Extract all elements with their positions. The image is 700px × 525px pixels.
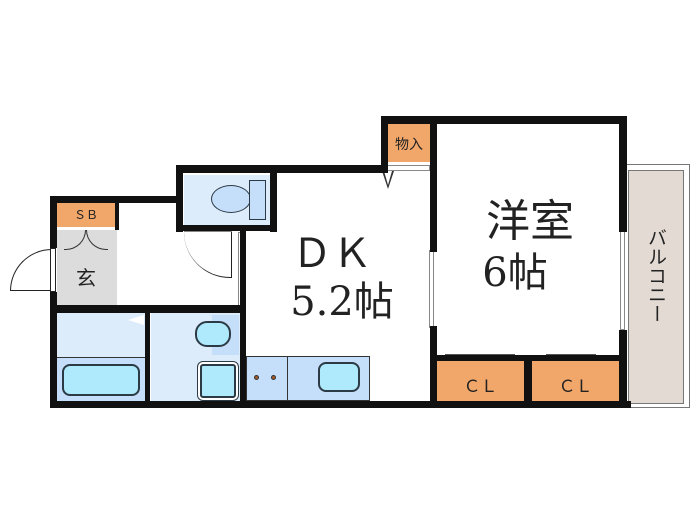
wall bbox=[524, 355, 532, 405]
stove-burner-icon bbox=[254, 375, 259, 380]
wall bbox=[145, 313, 150, 403]
washing-machine-icon bbox=[200, 364, 236, 398]
closet-1 bbox=[437, 361, 524, 401]
window-western-right bbox=[620, 230, 625, 330]
front-door-frame bbox=[50, 248, 56, 292]
balcony bbox=[628, 170, 684, 404]
shoe-box bbox=[57, 203, 115, 227]
closet-2-label: ＣＬ bbox=[558, 377, 593, 397]
wall bbox=[619, 330, 627, 408]
storage-door-icon-inner bbox=[384, 171, 392, 185]
balcony-label: バルコニー bbox=[645, 228, 667, 323]
western-room-name: 洋室 bbox=[486, 196, 574, 247]
stove-burner-icon bbox=[271, 375, 276, 380]
wall bbox=[50, 196, 57, 248]
wall bbox=[381, 116, 388, 171]
wall bbox=[50, 196, 176, 203]
toilet-door-icon[interactable] bbox=[184, 232, 232, 278]
storage bbox=[388, 124, 430, 162]
sink-icon bbox=[195, 321, 231, 347]
wall bbox=[50, 401, 631, 408]
entrance-label: 玄 bbox=[76, 266, 96, 290]
shoe-box-label: ＳＢ bbox=[73, 208, 98, 222]
closet-2 bbox=[532, 361, 619, 401]
wall bbox=[381, 116, 627, 124]
wall bbox=[619, 116, 627, 232]
wall bbox=[430, 326, 437, 406]
kitchen-sink-icon bbox=[318, 362, 360, 392]
wall bbox=[176, 225, 277, 231]
dk-size: 5.2帖 bbox=[290, 279, 394, 325]
closet-1-label: ＣＬ bbox=[463, 377, 498, 397]
wall bbox=[50, 292, 57, 408]
wall bbox=[430, 116, 437, 252]
wall bbox=[50, 305, 245, 313]
washroom-door-icon bbox=[128, 315, 144, 325]
wall bbox=[115, 196, 119, 230]
storage-label: 物入 bbox=[395, 137, 423, 153]
kitchen-divider bbox=[287, 356, 288, 401]
toilet-tank-icon bbox=[249, 180, 266, 220]
front-door-icon[interactable] bbox=[10, 249, 52, 291]
western-room-size: 6帖 bbox=[482, 250, 548, 296]
wall bbox=[270, 165, 277, 232]
wall bbox=[176, 165, 183, 232]
wall bbox=[240, 225, 246, 405]
wall bbox=[176, 165, 388, 173]
toilet-bowl-icon bbox=[211, 185, 251, 213]
bathtub-icon bbox=[62, 364, 140, 396]
dk-name: ＤＫ bbox=[292, 231, 372, 277]
window-dk-right bbox=[429, 250, 434, 328]
